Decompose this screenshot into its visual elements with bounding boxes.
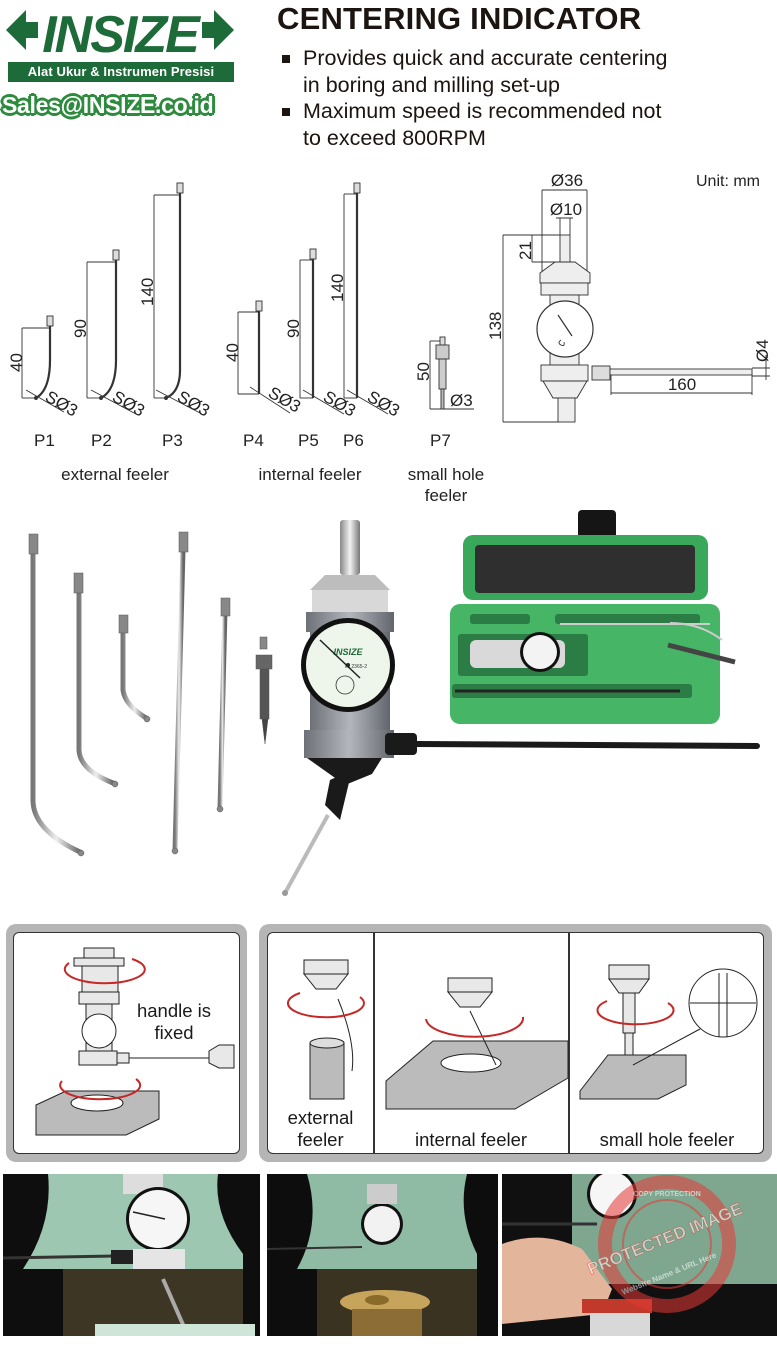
p5-length-label: 90: [284, 319, 303, 338]
handle-fixed-label-1: handle is: [137, 1000, 211, 1021]
p1-id: P1: [34, 431, 55, 450]
dial-brand-label: INSIZE: [333, 647, 363, 657]
handle-fixed-illustration: handle is fixed: [35, 947, 235, 1136]
body-technical-drawing: Ø36 Ø10 21 138 Ø4 160: [486, 171, 772, 423]
feature-item: Provides quick and accurate centering in…: [282, 45, 678, 98]
p4-length-label: 40: [223, 343, 242, 362]
p3-length-label: 140: [138, 278, 157, 306]
outer-diameter-label: Ø36: [551, 171, 583, 190]
usage-photo-small-hole: COPY PROTECTION PROTECTED IMAGE Website …: [502, 1174, 777, 1336]
p4-id: P4: [243, 431, 264, 450]
feelers-photo: [28, 531, 273, 857]
logo-tagline: Alat Ukur & Instrumen Presisi: [8, 62, 234, 82]
p1-length-label: 40: [7, 353, 26, 372]
p7-tip-label: Ø3: [450, 391, 473, 410]
feeler-p6-drawing: [343, 182, 389, 415]
shank-length-label: 21: [516, 241, 535, 260]
total-height-label: 138: [486, 312, 505, 340]
p1-ball-label: SØ3: [42, 387, 81, 420]
p2-ball-label: SØ3: [109, 387, 148, 420]
p3-ball-label: SØ3: [174, 387, 213, 420]
p7-length-label: 50: [414, 362, 433, 381]
feeler-p1-drawing: [21, 315, 65, 413]
usage-small-hole-label: small hole feeler: [599, 1129, 735, 1150]
handle-length-label: 160: [668, 375, 696, 394]
p2-id: P2: [91, 431, 112, 450]
p6-length-label: 140: [328, 274, 347, 302]
handle-diameter-label: Ø4: [753, 339, 772, 362]
feature-list: Provides quick and accurate centering in…: [282, 45, 678, 151]
small-hole-group-label-1: small hole: [408, 465, 485, 484]
panel-divider: [568, 933, 570, 1153]
insize-logo: INSIZE Alat Ukur & Instrumen Presisi: [4, 2, 234, 82]
p3-id: P3: [162, 431, 183, 450]
p6-id: P6: [343, 431, 364, 450]
feature-item: Maximum speed is recommended not to exce…: [282, 98, 678, 151]
p7-id: P7: [430, 431, 451, 450]
sales-email[interactable]: Sales@INSIZE.co.id: [2, 92, 214, 118]
shank-diameter-label: Ø10: [550, 200, 582, 219]
storage-case-photo: [450, 510, 736, 724]
feeler-p3-drawing: [153, 182, 203, 415]
p5-id: P5: [298, 431, 319, 450]
centering-indicator-photo: INSIZE ks 2365-2: [282, 520, 760, 896]
p2-length-label: 90: [71, 319, 90, 338]
usage-internal-label: internal feeler: [414, 1129, 528, 1150]
usage-external-label: external feeler: [287, 1107, 354, 1150]
external-feeler-group-label: external feeler: [61, 465, 169, 484]
p5-ball-label: SØ3: [320, 387, 359, 420]
internal-feeler-group-label: internal feeler: [258, 465, 361, 484]
dial-model-label: ks 2365-2: [345, 664, 367, 670]
logo-wordmark: INSIZE: [42, 6, 201, 60]
p6-ball-label: SØ3: [364, 387, 403, 420]
feeler-p2-drawing: [86, 249, 137, 415]
feeler-usage-illustration: [286, 959, 758, 1110]
feeler-p7-drawing: [429, 336, 474, 410]
p4-ball-label: SØ3: [265, 383, 304, 416]
feeler-p4-drawing: [237, 300, 291, 414]
usage-panel-feelers: external feeler internal feeler small ho…: [259, 924, 772, 1162]
small-hole-group-label-2: feeler: [425, 486, 468, 505]
handle-fixed-label-2: fixed: [154, 1022, 193, 1043]
unit-label: Unit: mm: [696, 173, 760, 190]
svg-text:COPY PROTECTION: COPY PROTECTION: [633, 1191, 701, 1198]
feeler-p5-drawing: [299, 248, 345, 415]
product-title: CENTERING INDICATOR: [277, 1, 642, 36]
usage-photo-milling: [3, 1174, 260, 1336]
usage-panel-handle-fixed: handle is fixed: [6, 924, 247, 1162]
usage-photo-internal: [267, 1174, 498, 1336]
feelers-technical-drawing: 40 90 140 40 90 140 50 SØ3 SØ3 SØ3 SØ3 S…: [7, 182, 485, 505]
insize-logo-mark: INSIZE: [6, 6, 234, 60]
panel-divider: [373, 933, 375, 1153]
